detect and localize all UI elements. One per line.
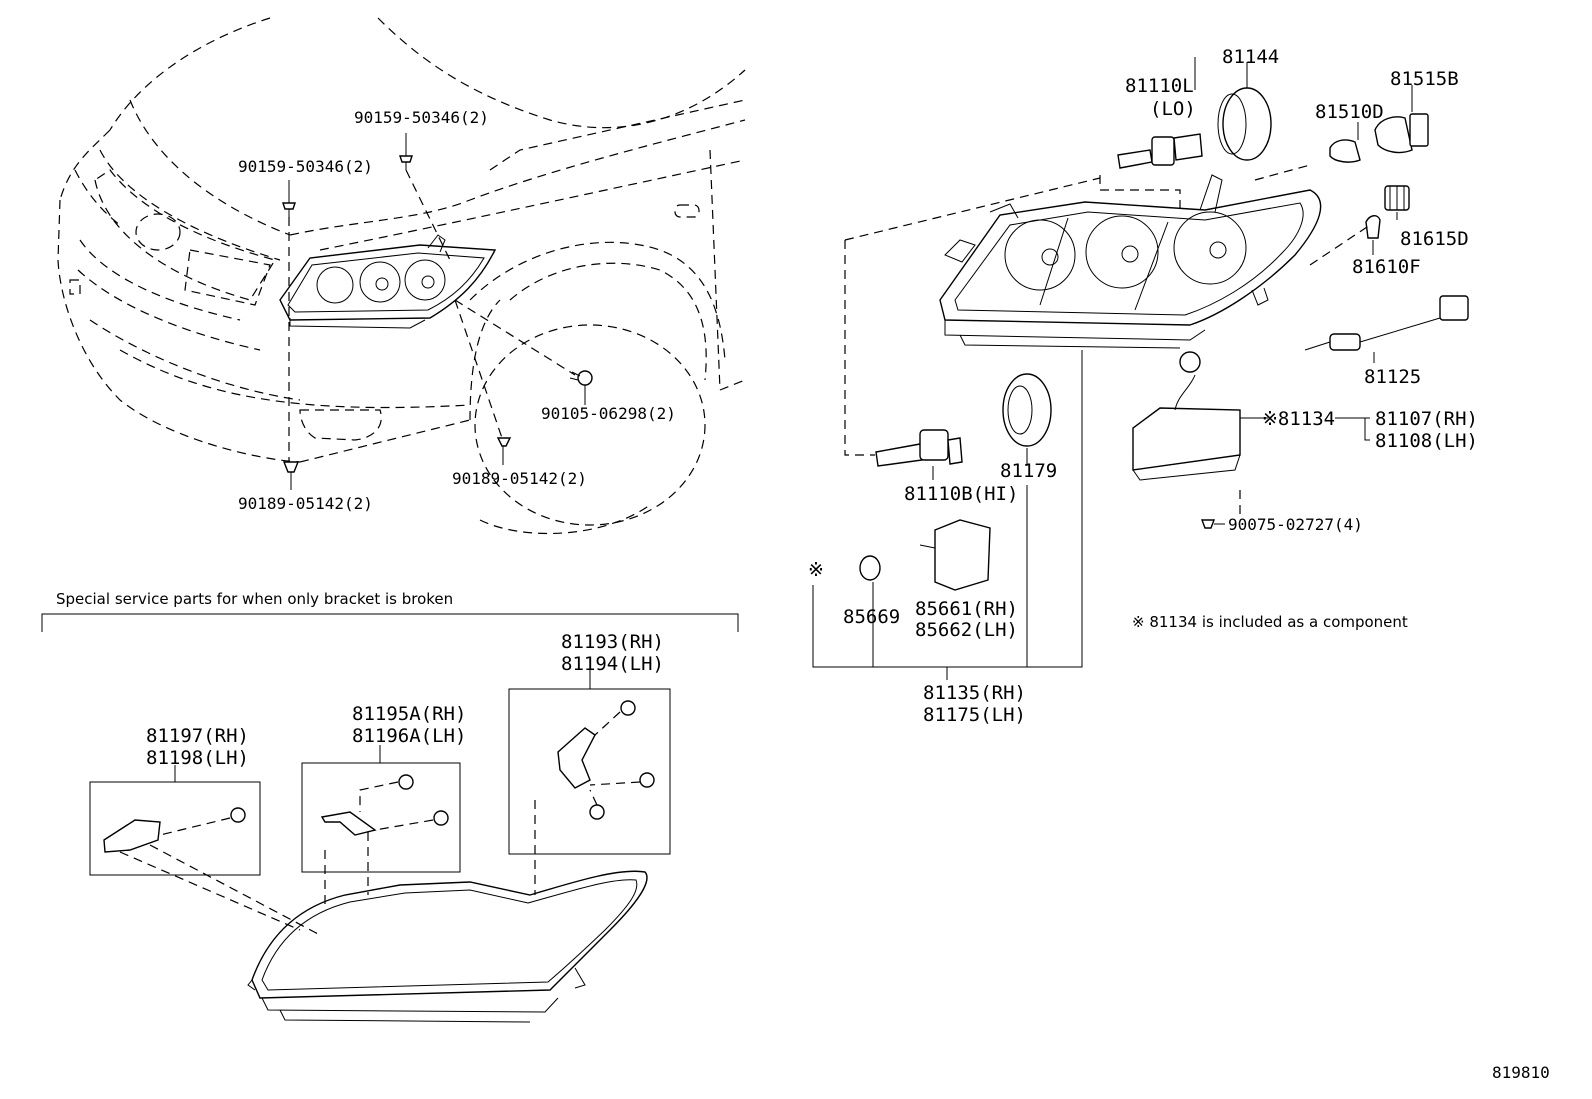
actuator-icon xyxy=(919,519,991,591)
grommet-right-icon xyxy=(496,437,512,447)
cap-179-icon xyxy=(1002,373,1052,447)
bulb-high-icon xyxy=(875,429,963,467)
label-kit-a-lh: 81198(LH) xyxy=(146,747,249,769)
footnote: ※ 81134 is included as a component xyxy=(1132,613,1408,631)
label-socket-615: 81615D xyxy=(1400,228,1469,250)
label-screw-075: 90075-02727(4) xyxy=(1228,515,1363,534)
label-grommet-right: 90189-05142(2) xyxy=(452,469,587,488)
screw-075-icon xyxy=(1200,519,1216,529)
wire-125-icon xyxy=(1304,295,1469,351)
socket-615-icon xyxy=(1384,185,1410,211)
label-bulb-610: 81610F xyxy=(1352,256,1421,278)
label-bulb-high: 81110B(HI) xyxy=(904,483,1018,505)
label-ballast: ※81134 xyxy=(1262,408,1335,430)
label-clip-top: 90159-50346(2) xyxy=(354,108,489,127)
kit-a-box xyxy=(89,765,261,876)
label-cap-179: 81179 xyxy=(1000,460,1057,482)
bulb-510-icon xyxy=(1329,139,1361,163)
label-clip-left: 90159-50346(2) xyxy=(238,157,373,176)
label-bulb-low-tag: (LO) xyxy=(1150,98,1196,120)
headlamp-on-car xyxy=(279,234,497,329)
label-actuator-lh: 85662(LH) xyxy=(915,619,1018,641)
label-unit-rh: 81107(RH) xyxy=(1375,408,1478,430)
grommet-left-icon xyxy=(282,461,300,473)
label-kit-b-lh: 81196A(LH) xyxy=(352,725,466,747)
cap-144-icon xyxy=(1217,87,1272,161)
bulb-610-icon xyxy=(1365,215,1381,239)
label-bulb-510: 81510D xyxy=(1315,101,1384,123)
bulb-low-icon xyxy=(1117,133,1203,169)
label-kit-lh: 81175(LH) xyxy=(923,704,1026,726)
label-actuator-rh: 85661(RH) xyxy=(915,598,1018,620)
diagram-id: 819810 xyxy=(1492,1063,1550,1082)
label-ref-mark: ※ xyxy=(808,559,824,581)
label-kit-c-rh: 81193(RH) xyxy=(561,631,664,653)
label-kit-rh: 81135(RH) xyxy=(923,682,1026,704)
car-front-illustration xyxy=(57,17,746,535)
bulb-515-icon xyxy=(1374,113,1429,154)
ballast-icon xyxy=(1132,351,1241,481)
label-bolt: 90105-06298(2) xyxy=(541,404,676,423)
bracket-section-title: Special service parts for when only brac… xyxy=(56,590,453,608)
label-bulb-515: 81515B xyxy=(1390,68,1459,90)
label-cap-top: 81144 xyxy=(1222,46,1279,68)
label-kit-b-rh: 81195A(RH) xyxy=(352,703,466,725)
label-bulb-low-number: 81110L xyxy=(1125,75,1194,97)
kit-c-box xyxy=(508,670,671,855)
label-kit-c-lh: 81194(LH) xyxy=(561,653,664,675)
headlamp-assembly-illustration xyxy=(939,174,1322,349)
lower-headlamp-icon xyxy=(247,870,648,1023)
clip-left-icon xyxy=(282,202,296,217)
label-oring: 85669 xyxy=(843,606,900,628)
clip-top-icon xyxy=(399,155,413,170)
kit-b-box xyxy=(301,745,461,873)
label-grommet-left: 90189-05142(2) xyxy=(238,494,373,513)
bolt-icon xyxy=(569,370,593,386)
label-kit-a-rh: 81197(RH) xyxy=(146,725,249,747)
label-wire-125: 81125 xyxy=(1364,366,1421,388)
label-unit-lh: 81108(LH) xyxy=(1375,430,1478,452)
oring-icon xyxy=(859,555,881,581)
